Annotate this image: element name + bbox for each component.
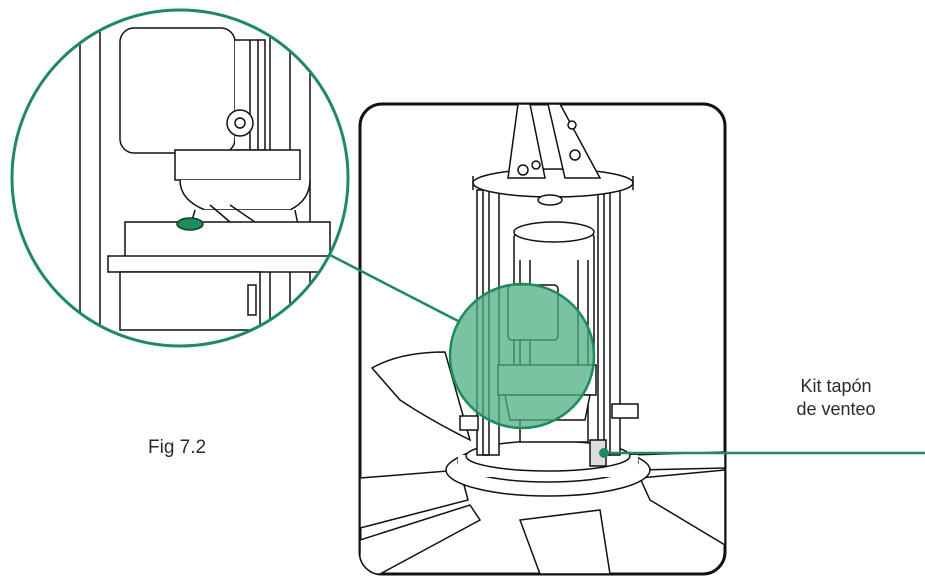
magnifier-circle <box>448 282 596 430</box>
vent-plug-label-line1: Kit tapón <box>800 376 872 396</box>
vent-plug-label-line2: de venteo <box>796 399 876 419</box>
vent-plug-label: Kit tapón de venteo <box>776 375 896 421</box>
mount-bracket <box>472 104 634 206</box>
vent-plug-icon <box>176 217 204 231</box>
figure-caption: Fig 7.2 <box>148 437 207 458</box>
fan-blades <box>360 351 725 574</box>
vent-plug-callout <box>599 448 925 458</box>
zoom-connector-line <box>329 253 461 324</box>
zoom-detail <box>10 8 350 348</box>
